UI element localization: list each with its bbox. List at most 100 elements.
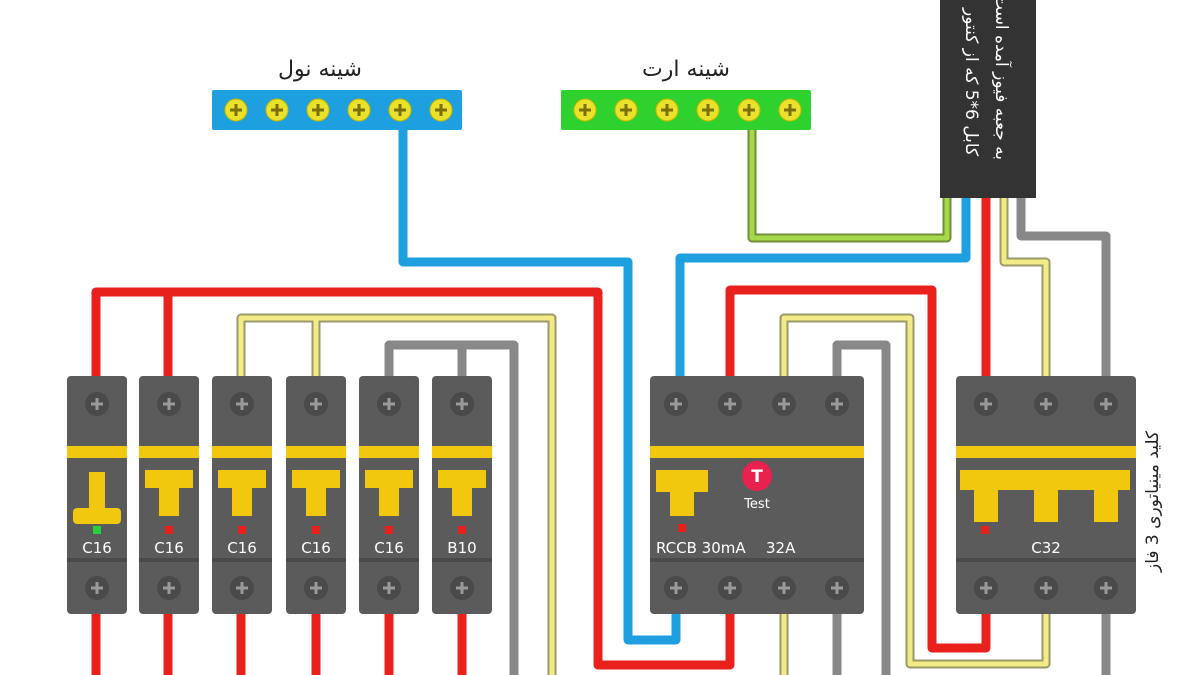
- mcb-toggle[interactable]: [292, 470, 340, 516]
- mcb-lower-band: [139, 558, 199, 562]
- earth-bus-terminal-screw-icon: [655, 98, 679, 122]
- mcb-top-terminal-screw-icon: [450, 392, 474, 416]
- three-phase-top-terminal-screw-icon: [974, 392, 998, 416]
- earth-bus-terminal-screw-icon: [778, 98, 802, 122]
- rccb-test-button[interactable]: T: [742, 461, 772, 491]
- mcb-status-indicator: [93, 526, 101, 534]
- mcb-4: C16: [286, 376, 346, 614]
- mcb-toggle[interactable]: [218, 470, 266, 516]
- neutral-bus-terminal-screw-icon: [306, 98, 330, 122]
- three-phase-breaker-lower-band: [956, 558, 1136, 562]
- rccb-top-terminal-screw-icon: [664, 392, 688, 416]
- earth-bus-terminal-screw-icon: [614, 98, 638, 122]
- neutral-supply-wire: [675, 193, 971, 385]
- supply-cable-label-line2: به جعبه فیوز آمده است: [991, 0, 1013, 160]
- mcb-lower-band: [359, 558, 419, 562]
- mcb-2: C16: [139, 376, 199, 614]
- mcb-status-indicator: [458, 526, 466, 534]
- mcb-status-indicator: [165, 526, 173, 534]
- three-phase-breaker-terminals: [974, 392, 1118, 600]
- mcb-band: [286, 446, 346, 458]
- rccb-top-band: [650, 446, 864, 458]
- mcb-top-terminal-screw-icon: [157, 392, 181, 416]
- mcb-lower-band: [212, 558, 272, 562]
- mcb-rating-label: C16: [82, 539, 112, 557]
- mcb-top-terminal-screw-icon: [230, 392, 254, 416]
- rccb-bottom-terminal-screw-icon: [718, 576, 742, 600]
- rccb-top-terminal-screw-icon: [718, 392, 742, 416]
- mcb-band: [432, 446, 492, 458]
- mcb-rating-label: C16: [301, 539, 331, 557]
- rccb-bottom-terminal-screw-icon: [664, 576, 688, 600]
- rccb-toggle[interactable]: [656, 470, 708, 516]
- mcb-1: C16: [67, 376, 127, 614]
- mcb-toggle[interactable]: [438, 470, 486, 516]
- red-feed-mcb-group: [91, 287, 735, 670]
- three-phase-breaker-side-label: کلید مینیاتوری 3 فاز: [1143, 430, 1163, 573]
- mcb-rating-label: C16: [154, 539, 184, 557]
- rccb-bottom-terminal-screw-icon: [825, 576, 849, 600]
- gray-feed-mcb-group: [384, 340, 842, 675]
- mcb-6: B10: [432, 376, 492, 614]
- mcb-band: [212, 446, 272, 458]
- mcb-3: C16: [212, 376, 272, 614]
- neutral-bus-terminal-screw-icon: [265, 98, 289, 122]
- earth-bus-terminal-screw-icon: [696, 98, 720, 122]
- three-phase-breaker: C32: [956, 376, 1136, 614]
- supply-cable-box: [940, 0, 1036, 198]
- rccb-body: [650, 376, 864, 614]
- neutral-bus-terminal-screw-icon: [347, 98, 371, 122]
- supply-yellow-wire-inner: [1001, 195, 1049, 383]
- mcb-top-terminal-screw-icon: [304, 392, 328, 416]
- earth-bus-terminal-screw-icon: [573, 98, 597, 122]
- mcb-status-indicator: [385, 526, 393, 534]
- mcb-rating-label: C16: [374, 539, 404, 557]
- mcb-band: [139, 446, 199, 458]
- mcb-top-terminal-screw-icon: [377, 392, 401, 416]
- mcb-rating-label: C16: [227, 539, 257, 557]
- mcb-lower-band: [432, 558, 492, 562]
- mcb-rating-label: B10: [447, 539, 476, 557]
- three-phase-bottom-terminal-screw-icon: [974, 576, 998, 600]
- mcb-toggle[interactable]: [145, 470, 193, 516]
- neutral-bus-terminal-screw-icon: [224, 98, 248, 122]
- mcb-top-terminal-screw-icon: [85, 392, 109, 416]
- supply-gray-wire: [1016, 193, 1111, 385]
- earth-bus-terminals: [573, 98, 802, 122]
- three-phase-breaker-indicator: [981, 526, 989, 534]
- mcb-bottom-terminal-screw-icon: [377, 576, 401, 600]
- mcb-band: [359, 446, 419, 458]
- mcb-row: C16 C16 C16 C16 C16 B10: [67, 376, 492, 614]
- three-phase-breaker-rating: C32: [1031, 539, 1061, 557]
- mcb-toggle[interactable]: [73, 472, 121, 524]
- mcb-bottom-terminal-screw-icon: [230, 576, 254, 600]
- mcb-lower-band: [286, 558, 346, 562]
- earth-wire-inner: [749, 127, 950, 241]
- mcb-lower-band: [67, 558, 127, 562]
- wires: [91, 123, 1111, 675]
- earth-bus-terminal-screw-icon: [737, 98, 761, 122]
- mcb-status-indicator: [238, 526, 246, 534]
- gray-3p-to-rccb: [832, 340, 1111, 675]
- mcb-band: [67, 446, 127, 458]
- mcb-bottom-terminal-screw-icon: [85, 576, 109, 600]
- rccb-status-indicator: [678, 524, 686, 532]
- rccb-bottom-terminal-screw-icon: [772, 576, 796, 600]
- earth-bus-bar: [561, 90, 811, 130]
- outgoing-phase-wires: [91, 607, 467, 675]
- three-phase-top-terminal-screw-icon: [1094, 392, 1118, 416]
- rccb-lower-band: [650, 558, 864, 562]
- neutral-bus-terminal-screw-icon: [429, 98, 453, 122]
- mcb-bottom-terminal-screw-icon: [450, 576, 474, 600]
- supply-cable-label-line1: کابل 6*5 که از کنتور: [961, 7, 981, 157]
- rccb-test-label: Test: [743, 497, 770, 512]
- mcb-toggle[interactable]: [365, 470, 413, 516]
- earth-bus: شینه ارت: [561, 57, 811, 130]
- three-phase-breaker-band: [956, 446, 1136, 458]
- neutral-bus-terminal-screw-icon: [388, 98, 412, 122]
- rccb-top-terminal-screw-icon: [772, 392, 796, 416]
- earth-wire: [747, 125, 952, 243]
- earth-bus-label: شینه ارت: [642, 57, 730, 82]
- three-phase-breaker-toggle[interactable]: [960, 470, 1130, 522]
- three-phase-top-terminal-screw-icon: [1034, 392, 1058, 416]
